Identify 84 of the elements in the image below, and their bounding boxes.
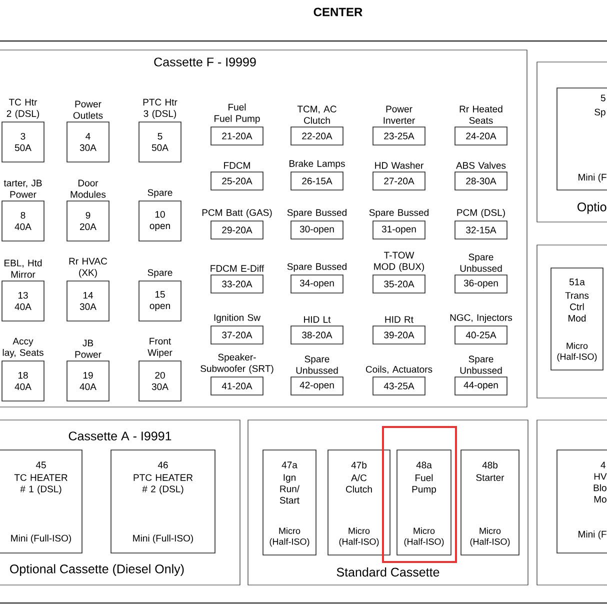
fuse-box: 8 40A: [2, 200, 44, 242]
fuse-box: 34-open: [290, 274, 344, 294]
fuse-box: 31-open: [372, 220, 426, 240]
fuse-label: Accy lay, Seats: [2, 338, 44, 358]
fuse-box: 43-25A: [372, 376, 426, 396]
fuse-label: EBL, Htd Mirror: [4, 259, 42, 278]
fuse-box: 44-open: [454, 376, 508, 396]
fuse-box: 25-20A: [210, 172, 264, 190]
relay-box: 48a Fuel Pump Micro (Half-ISO): [396, 450, 452, 556]
fuse-box: 32-15A: [454, 220, 508, 240]
fuse-label: JB Power: [75, 340, 102, 358]
relay-box: 48b Starter Micro (Half-ISO): [460, 450, 520, 556]
fuse-label: HID Rt: [385, 316, 414, 323]
fuse-label: Spare Unbussed: [296, 356, 338, 374]
fuse-label: ABS Valves: [456, 162, 506, 169]
fuse-box: 40-25A: [454, 326, 508, 344]
fuse-box: 15 open: [138, 280, 182, 322]
fuse-box: 26-15A: [290, 172, 344, 190]
fuse-box: 9 20A: [66, 200, 110, 242]
fuse-box: 38-20A: [290, 326, 344, 344]
fuse-label: TCM, AC Clutch: [297, 106, 336, 124]
fuse-label: Spare Bussed: [287, 262, 346, 272]
fuse-box: 5 50A: [138, 122, 182, 162]
fuse-box: 37-20A: [210, 326, 264, 344]
relay-box: 47b A/C Clutch Micro (Half-ISO): [328, 450, 390, 556]
fuse-box: 13 40A: [2, 280, 44, 322]
fuse-box: 42-open: [290, 376, 344, 396]
fuse-label: Rr Heated Seats: [460, 105, 502, 124]
fuse-label: Spare Unbussed: [460, 254, 502, 272]
fuse-label: Spare Unbussed: [460, 356, 502, 374]
fuse-label: Spare: [148, 189, 172, 198]
relay-box: 51a Trans Ctrl Mod Micro (Half-ISO): [550, 268, 604, 370]
fuse-label: Ignition Sw: [214, 314, 260, 323]
fuse-label: HD Washer: [375, 162, 424, 169]
fuse-label: Coils, Actuators: [366, 366, 432, 374]
relay-box: 47a Ign Run/ Start Micro (Half-ISO): [262, 450, 316, 556]
fuse-box: 23-25A: [372, 126, 426, 146]
fuse-label: Front Wiper: [148, 338, 172, 358]
fuse-box: 20 30A: [138, 360, 182, 402]
fuse-label: PCM (DSL): [457, 208, 505, 218]
fuse-label: Spare Bussed: [369, 208, 428, 218]
fuse-label: FDCM E-Diff: [210, 264, 264, 272]
fuse-box: 10 open: [138, 200, 182, 242]
fuse-box: 21-20A: [210, 126, 264, 146]
fuse-label: FDCM: [224, 162, 250, 169]
fuse-label: HID Lt: [304, 316, 331, 323]
fuse-box: 39-20A: [372, 326, 426, 344]
fuse-box: 29-20A: [210, 220, 264, 240]
fuse-label: Speaker- Subwoofer (SRT): [200, 354, 274, 374]
fuse-label: PTC Htr 3 (DSL): [143, 98, 178, 119]
relay-box: 4 HV Blo Mo Mini (F: [556, 450, 607, 554]
fuse-label: Brake Lamps: [290, 160, 345, 169]
fuse-label: T-TOW MOD (BUX): [374, 252, 424, 272]
fuse-box: 14 30A: [66, 280, 110, 322]
relay-box: 46 PTC HEATER # 2 (DSL) Mini (Full-ISO): [110, 450, 216, 554]
fuse-label: Rr HVAC (XK): [69, 258, 108, 278]
fuse-box: 18 40A: [2, 360, 44, 402]
fuse-label: TC Htr 2 (DSL): [6, 98, 40, 119]
fuse-label: NGC, Injectors: [450, 314, 512, 323]
fuse-label: Spare: [148, 269, 172, 278]
fuse-label: Door Modules: [70, 180, 106, 198]
fuse-label: Fuel Fuel Pump: [214, 104, 260, 124]
fuse-box: 3 50A: [2, 122, 44, 162]
diagram-title: CENTER: [314, 8, 362, 16]
fuse-label: Power Outlets: [73, 100, 103, 119]
fuse-box: 24-20A: [454, 126, 508, 146]
fuse-label: Power Inverter: [384, 106, 415, 124]
cassette-panel: [536, 244, 607, 398]
relay-box: 5 Sp Mini (F: [556, 88, 607, 190]
fuse-box: 28-30A: [454, 172, 508, 190]
fuse-box: 19 40A: [66, 360, 110, 402]
fuse-label: Spare Bussed: [287, 208, 346, 218]
fuse-label: PCM Batt (GAS): [202, 208, 272, 218]
relay-box: 45 TC HEATER # 1 (DSL) Mini (Full-ISO): [0, 450, 82, 554]
fuse-box: 35-20A: [372, 274, 426, 294]
cassette-panel: [536, 420, 607, 586]
fuse-box: 4 30A: [66, 122, 110, 162]
fuse-box: 41-20A: [210, 376, 264, 396]
fuse-box: 30-open: [290, 220, 344, 240]
fuse-box: 33-20A: [210, 274, 264, 294]
fuse-box: 27-20A: [372, 172, 426, 190]
fuse-box: 22-20A: [290, 126, 344, 146]
fuse-box: 36-open: [454, 274, 508, 294]
fuse-label: tarter, JB Power: [4, 180, 42, 198]
